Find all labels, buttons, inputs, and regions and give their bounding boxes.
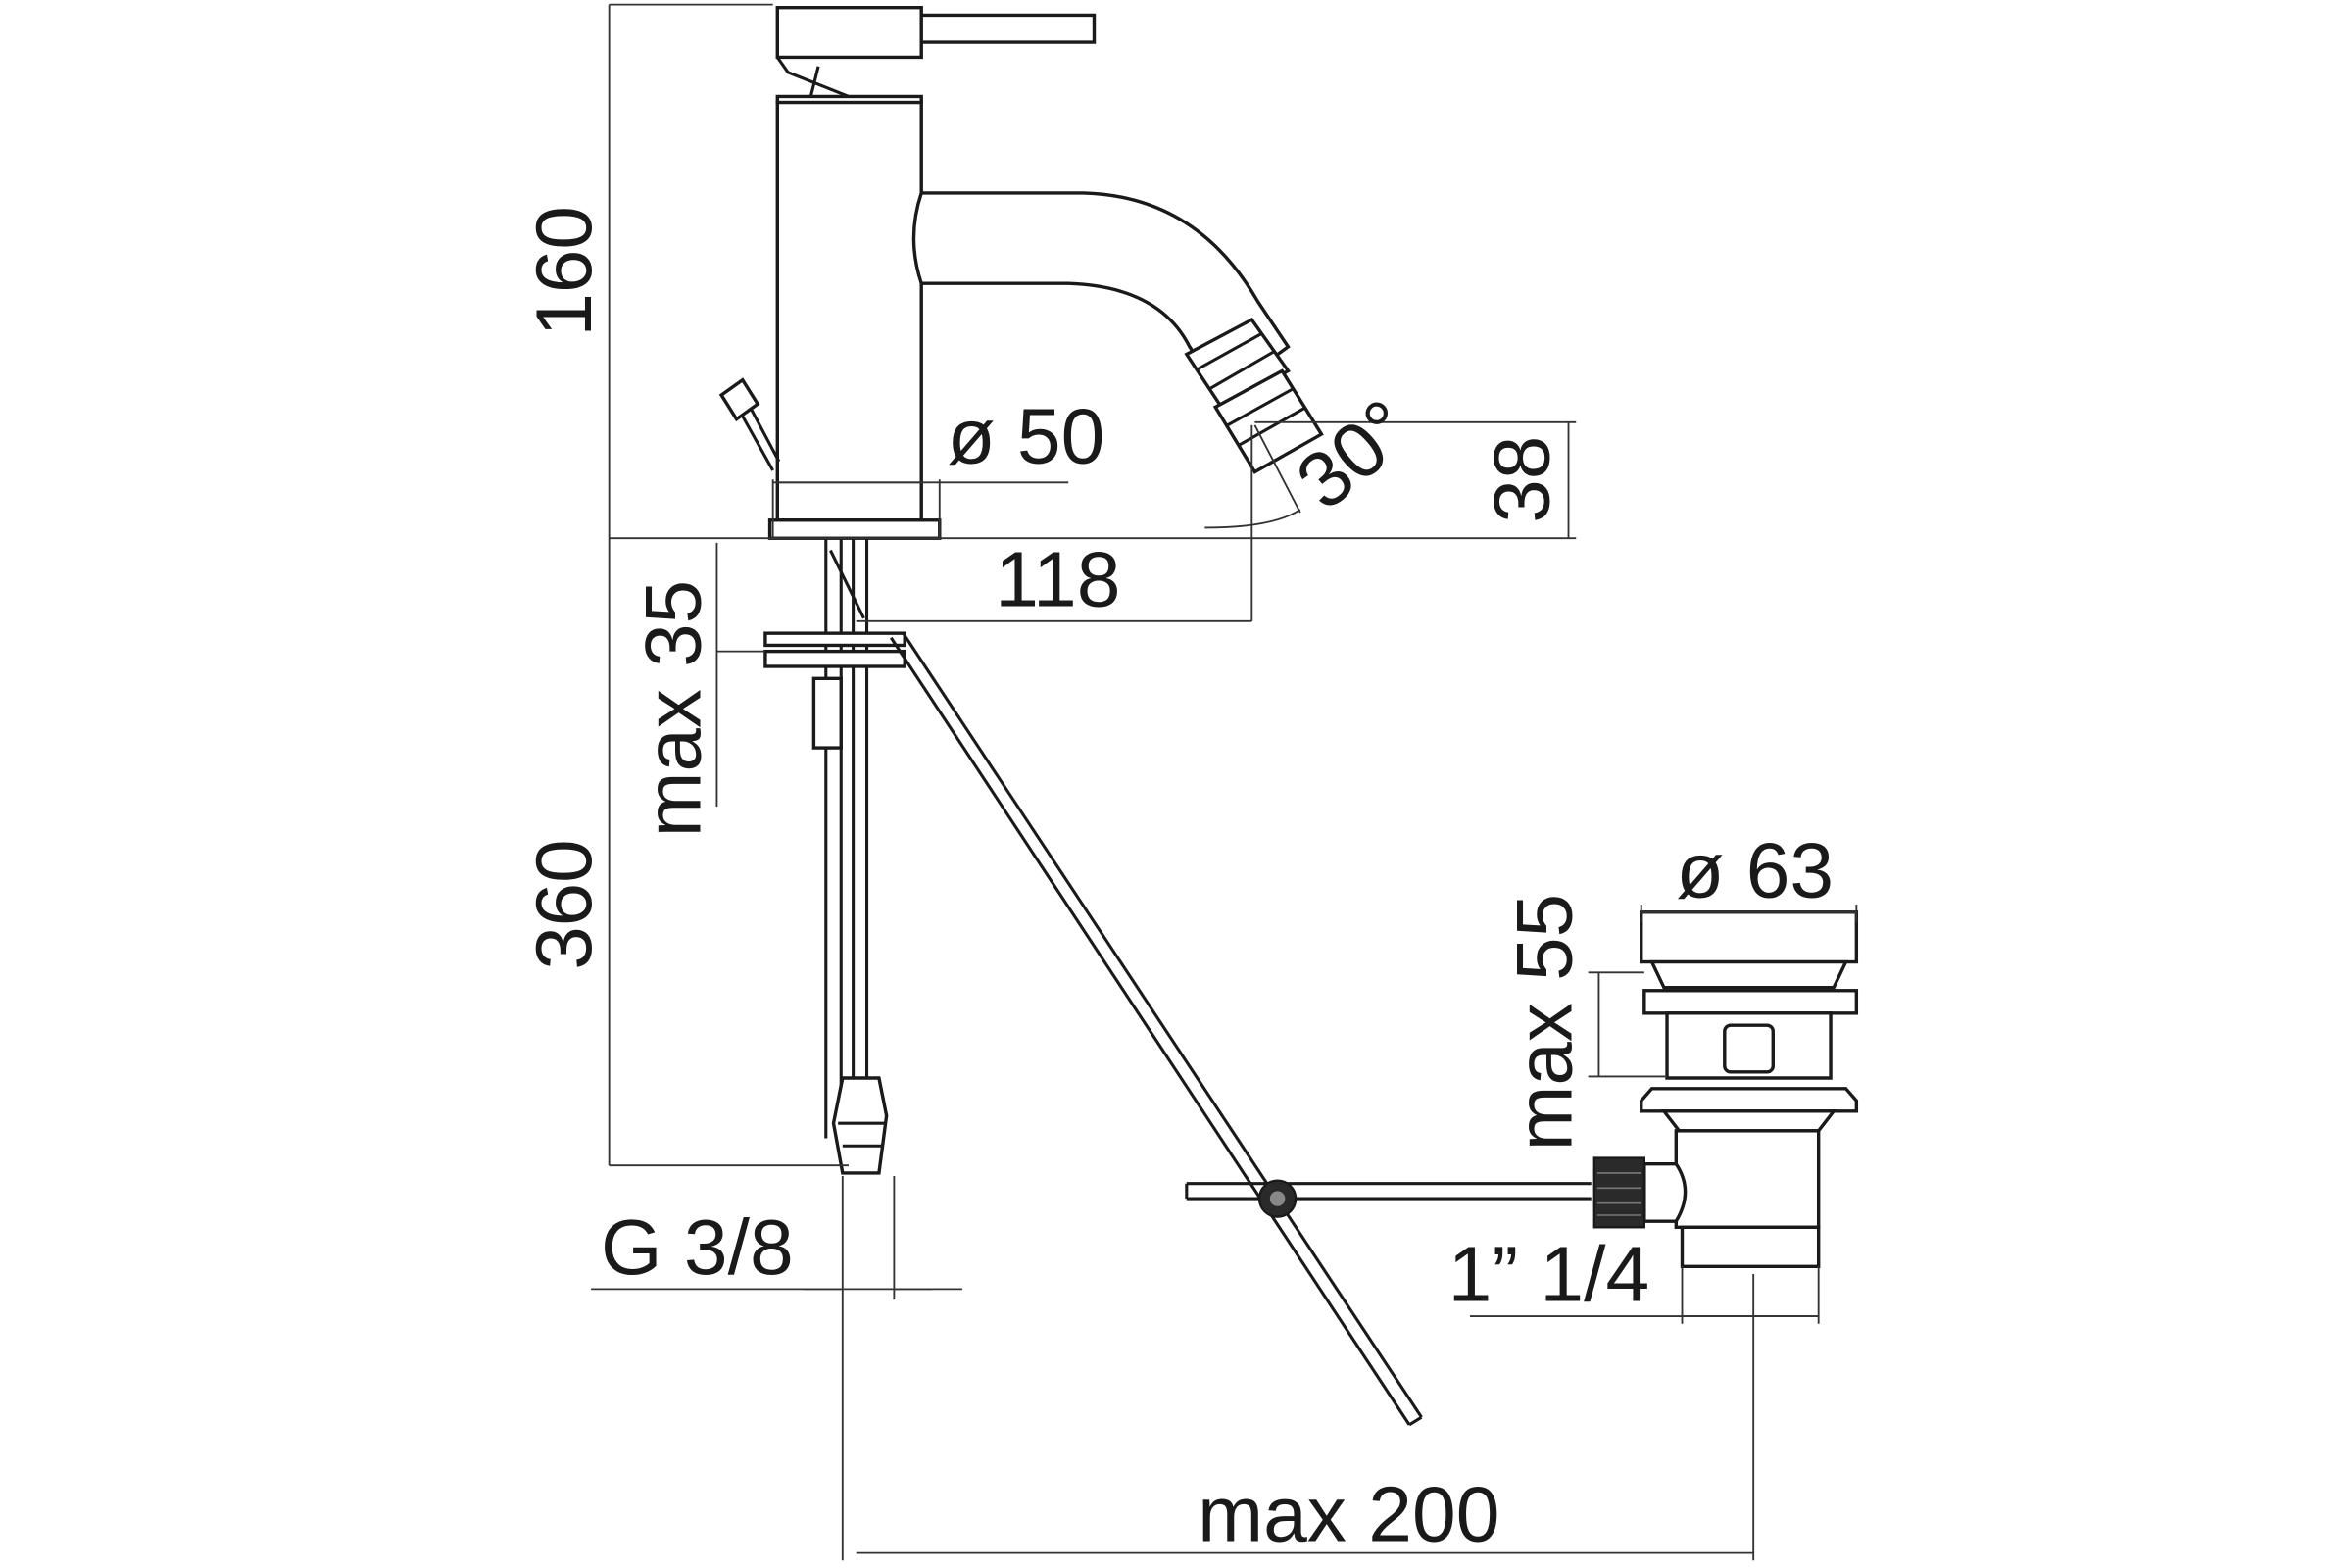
dim-hose-length: 360 [519,839,608,969]
dim-spout-height: 38 [1477,436,1565,523]
aerator-key-icon [718,377,781,471]
dimension-lines [591,3,1858,1561]
dim-connection: G 3/8 [601,1202,794,1291]
faucet-body [718,6,1324,540]
dim-waste-diameter: ø 63 [1676,826,1834,914]
knurled-nut [1592,1156,1645,1229]
pop-up-waste [1592,910,1859,1268]
dim-rod-distance: max 200 [1198,1469,1499,1557]
dim-height-total: 160 [519,206,608,336]
dim-base-diameter: ø 50 [947,391,1104,479]
dim-spout-reach: 118 [995,535,1120,623]
pop-up-rod [889,632,1592,1427]
dim-waste-height: max 55 [1499,894,1588,1151]
dim-deck-thickness: max 35 [628,580,716,837]
dim-waste-thread: 1” 1/4 [1448,1230,1650,1318]
flexible-hoses [763,538,906,1175]
